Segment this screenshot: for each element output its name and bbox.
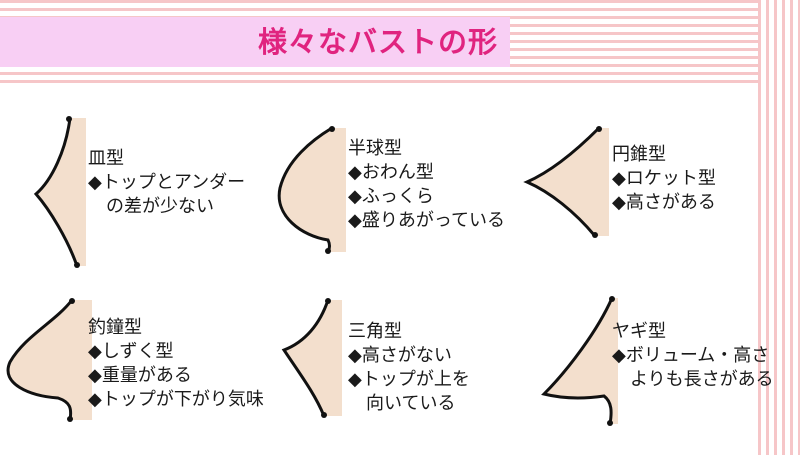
shape-feature: ◆重量がある <box>88 365 192 386</box>
shape-feature: ◆トップが上を <box>348 369 470 390</box>
bell-shape-label: 釣鐘型 ◆しずく型 ◆重量がある ◆トップが下がり気味 <box>88 316 264 412</box>
cone-shape-label: 円錐型 ◆ロケット型 ◆高さがある <box>612 143 716 215</box>
shape-feature: ◆ロケット型 <box>612 168 716 189</box>
shape-feature: ◆盛りあがっている <box>348 210 505 231</box>
shape-feature: ◆しずく型 <box>88 341 174 362</box>
shape-feature: ◆高さがある <box>612 192 716 213</box>
shape-feature: ◆ふっくら <box>348 186 434 207</box>
shape-feature: ◆ボリューム・高さ <box>612 345 770 366</box>
right-stripe-background <box>758 0 800 455</box>
triangle-shape-illustration <box>270 294 350 424</box>
triangle-shape-label: 三角型 ◆高さがない ◆トップが上を 向いている <box>348 320 470 416</box>
shape-feature: ◆おわん型 <box>348 162 434 183</box>
title-band: 様々なバストの形 <box>0 17 510 67</box>
flat-shape-label: 皿型 ◆トップとアンダー の差が少ない <box>88 147 245 219</box>
shape-feature: ◆トップが下がり気味 <box>88 389 264 410</box>
shape-feature-continued: よりも長さがある <box>630 369 774 390</box>
goat-shape-label: ヤギ型 ◆ボリューム・高さ よりも長さがある <box>612 320 774 392</box>
shape-feature: ◆トップとアンダー <box>88 172 246 193</box>
shape-name: 三角型 <box>348 321 402 342</box>
cone-shape-illustration <box>505 122 615 247</box>
page-title: 様々なバストの形 <box>257 25 498 59</box>
hemisphere-shape-illustration <box>262 120 352 260</box>
shape-feature: ◆高さがない <box>348 345 452 366</box>
bell-shape-illustration <box>0 292 100 427</box>
shape-name: 釣鐘型 <box>88 317 142 338</box>
shape-name: 円錐型 <box>612 144 666 165</box>
shape-name: ヤギ型 <box>612 321 666 342</box>
flat-shape-illustration <box>22 110 92 270</box>
shape-name: 皿型 <box>88 148 124 169</box>
shape-feature-continued: の差が少ない <box>106 196 214 217</box>
shape-name: 半球型 <box>348 138 402 159</box>
goat-shape-illustration <box>528 290 623 430</box>
shape-feature-continued: 向いている <box>366 393 456 414</box>
hemisphere-shape-label: 半球型 ◆おわん型 ◆ふっくら ◆盛りあがっている <box>348 137 505 233</box>
